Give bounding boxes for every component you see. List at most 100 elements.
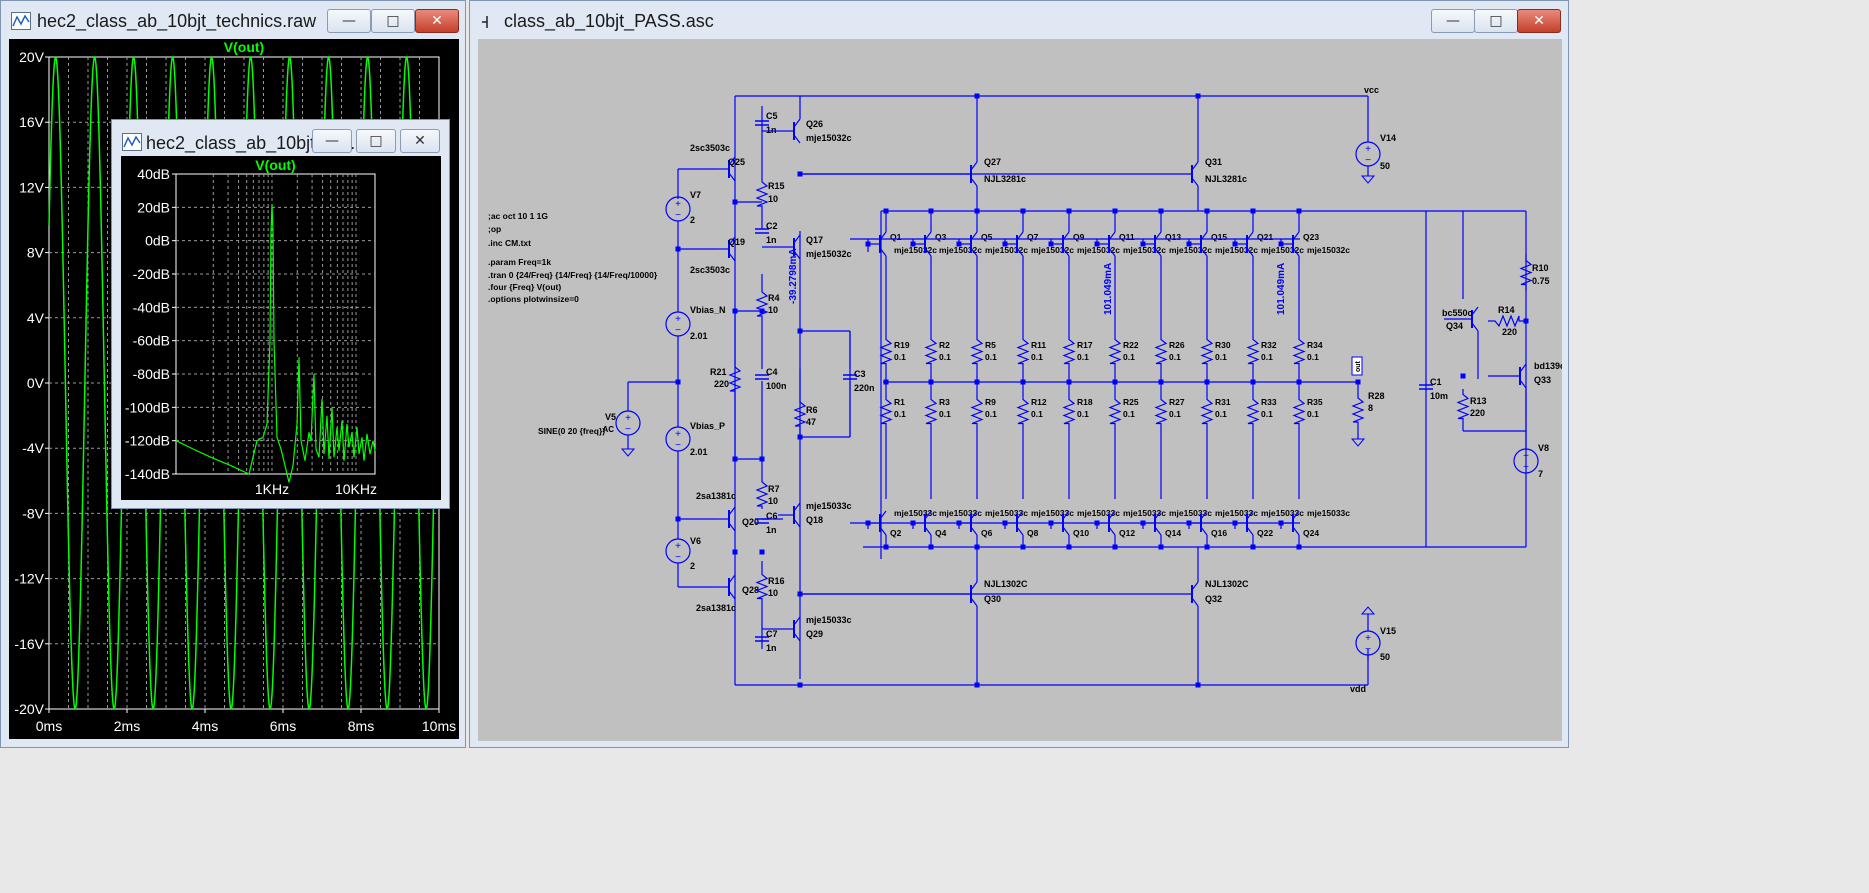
component-label: 50 — [1380, 161, 1390, 171]
component-label: R30 — [1215, 340, 1231, 350]
titlebar[interactable]: hec2_class_ab_10bjt_te... — □ ✕ — [112, 120, 449, 160]
component-label: 47 — [806, 417, 816, 427]
schematic-window[interactable]: class_ab_10bjt_PASS.asc — □ ✕ ;ac oct 10… — [469, 0, 1569, 748]
plus-icon: + — [625, 413, 631, 424]
trace-name: V(out) — [224, 39, 264, 55]
component-label: 2.01 — [690, 447, 708, 457]
wire — [1108, 247, 1116, 257]
component-label: mje15033c — [1215, 508, 1258, 518]
resistor — [755, 479, 769, 509]
component-label: mje15033c — [806, 615, 852, 625]
component-label: 0.1 — [1169, 409, 1181, 419]
schematic-canvas[interactable]: ;ac oct 10 1 1G;op.inc CM.txt.param Freq… — [478, 39, 1565, 741]
component-label: .options plotwinsize=0 — [488, 294, 579, 304]
component-label: 10 — [768, 305, 778, 315]
component-label: vcc — [1364, 85, 1379, 95]
wire — [1246, 247, 1254, 257]
component-label: Q3 — [935, 232, 947, 242]
component-label: 2 — [690, 561, 695, 571]
junction — [1158, 544, 1164, 550]
component-label: Q21 — [1257, 232, 1273, 242]
minimize-button[interactable]: — — [312, 129, 352, 153]
trace-name: V(out) — [255, 157, 295, 173]
component-label: mje15033c — [985, 508, 1028, 518]
component-label: 101.049mA — [1276, 263, 1287, 315]
close-button[interactable]: ✕ — [415, 9, 459, 33]
component-label: 1n — [766, 235, 777, 245]
maximize-button[interactable]: □ — [1474, 9, 1518, 33]
component-label: mje15032c — [1077, 245, 1120, 255]
wire — [924, 510, 932, 520]
component-label: R32 — [1261, 340, 1277, 350]
ground-icon — [620, 448, 636, 457]
wire — [1292, 526, 1300, 536]
wire — [793, 616, 801, 626]
schematic-drawing[interactable]: ;ac oct 10 1 1G;op.inc CM.txt.param Freq… — [478, 39, 1565, 741]
component-label: R26 — [1169, 340, 1185, 350]
component-label: 0.1 — [939, 352, 951, 362]
component-label: Vbias_N — [690, 305, 726, 315]
component-label: 2 — [690, 215, 695, 225]
resistor — [924, 334, 938, 369]
junction — [797, 171, 803, 177]
component-label: Q1 — [890, 232, 902, 242]
titlebar[interactable]: class_ab_10bjt_PASS.asc — □ ✕ — [470, 1, 1568, 41]
component-label: 0.1 — [1307, 409, 1319, 419]
component-label: 0.1 — [1215, 352, 1227, 362]
waveform-icon — [11, 12, 31, 30]
component-label: 0.1 — [1077, 352, 1089, 362]
close-icon: ✕ — [431, 13, 443, 29]
component-label: Q32 — [1205, 594, 1222, 604]
junction — [732, 549, 738, 555]
component-label: Q5 — [981, 232, 993, 242]
junction — [1296, 544, 1302, 550]
plus-icon: + — [675, 541, 681, 552]
component-label: Q25 — [728, 157, 745, 167]
x-tick-label: 2ms — [114, 718, 140, 734]
minimize-button[interactable]: — — [327, 9, 371, 33]
component-label: 8 — [1368, 403, 1373, 413]
y-tick-label: 20V — [19, 49, 45, 65]
component-label: V5 — [605, 412, 616, 422]
component-label: R2 — [939, 340, 950, 350]
component-label: V7 — [690, 190, 701, 200]
component-label: Q31 — [1205, 157, 1222, 167]
component-label: 0.1 — [1215, 409, 1227, 419]
wire — [1062, 510, 1070, 520]
fft-plot[interactable]: 40dB20dB0dB-20dB-40dB-60dB-80dB-100dB-12… — [121, 156, 441, 500]
component-label: Q8 — [1027, 528, 1039, 538]
wire — [1154, 510, 1162, 520]
junction — [1140, 241, 1146, 247]
component-label: ;ac oct 10 1 1G — [488, 211, 548, 221]
junction — [883, 544, 889, 550]
resistor — [755, 569, 769, 604]
wire — [970, 581, 978, 591]
close-button[interactable]: ✕ — [1517, 9, 1561, 33]
minimize-button[interactable]: — — [1431, 9, 1475, 33]
component-label: 1n — [766, 125, 777, 135]
close-button[interactable]: ✕ — [400, 129, 440, 153]
component-label: mje15033c — [1123, 508, 1166, 518]
component-label: 2sa1381c — [696, 491, 736, 501]
wire — [793, 632, 801, 642]
maximize-button[interactable]: □ — [356, 129, 396, 153]
resistor — [728, 359, 742, 399]
component-label: R13 — [1470, 396, 1487, 406]
resistor — [1519, 254, 1533, 291]
wire — [1471, 306, 1479, 316]
titlebar[interactable]: hec2_class_ab_10bjt_technics.raw — □ ✕ — [1, 1, 465, 41]
wire — [879, 526, 887, 536]
wire — [924, 526, 932, 536]
resistor — [1016, 394, 1030, 429]
wire — [1519, 379, 1527, 389]
component-label: Q13 — [1165, 232, 1181, 242]
close-icon: ✕ — [1533, 13, 1545, 29]
component-label: Q10 — [1073, 528, 1089, 538]
junction — [1204, 208, 1210, 214]
wire — [1154, 247, 1162, 257]
resistor — [1292, 394, 1306, 429]
window-title: class_ab_10bjt_PASS.asc — [504, 11, 714, 31]
maximize-button[interactable]: □ — [371, 9, 415, 33]
